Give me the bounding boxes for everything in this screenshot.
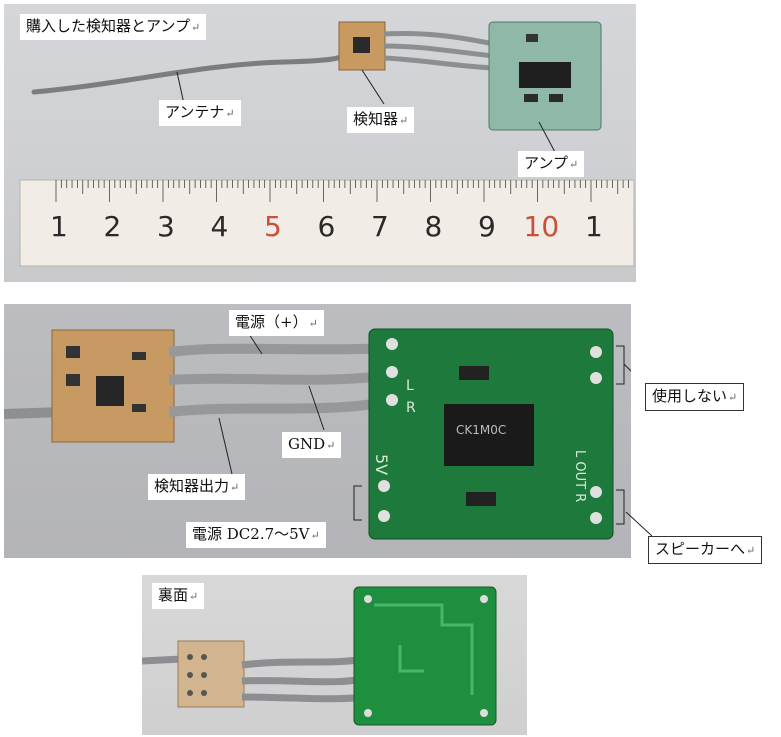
speaker-bracket (616, 489, 625, 525)
ruler-numbers: 1 2 3 4 5 6 7 8 9 10 1 (50, 210, 603, 243)
label-unused: 使用しない↵ (645, 383, 745, 411)
amp-chip (444, 404, 534, 466)
wire-1 (383, 30, 495, 47)
svg-text:R: R (406, 400, 416, 416)
ruler-ticks (55, 180, 629, 202)
svg-text:L OUT R: L OUT R (572, 450, 587, 502)
gnd-pointer (308, 385, 325, 431)
photo-bottom-graphics (142, 586, 497, 726)
wire-2 (383, 43, 495, 59)
detector-pointer (361, 69, 385, 105)
photo-top-overview: 1 2 3 4 5 6 7 8 9 10 1 購入した検知器とアンプ↵ アンテナ↵ 検知器↵ アンプ… (4, 4, 636, 282)
amp-chip-marking: CK1M0C (456, 423, 506, 437)
amp-board-back (353, 586, 497, 726)
svg-text:5V: 5V (372, 454, 391, 475)
power-plus-pointer (248, 333, 263, 355)
label-antenna: アンテナ↵ (159, 100, 241, 126)
power-dc-bracket (353, 485, 362, 521)
label-gnd: GND↵ (282, 432, 342, 458)
label-detector: 検知器↵ (347, 107, 415, 133)
photo-top-graphics: 1 2 3 4 5 6 7 8 9 10 1 (19, 21, 635, 267)
ruler-number: 1 (50, 210, 68, 243)
detector-chip (96, 376, 124, 406)
ruler-number: 10 (524, 210, 560, 243)
label-power-plus: 電源（+）↵ (229, 310, 324, 336)
gnd-wire (168, 371, 385, 385)
label-title: 購入した検知器とアンプ↵ (20, 14, 207, 40)
ruler-number: 5 (264, 210, 282, 243)
label-detector-output: 検知器出力↵ (148, 474, 246, 500)
amp-chip (519, 62, 571, 88)
ruler-number: 1 (585, 210, 603, 243)
ruler-number: 8 (425, 210, 443, 243)
label-amp: アンプ↵ (518, 151, 585, 177)
label-speaker: スピーカーへ↵ (648, 536, 763, 564)
ruler-number: 6 (318, 210, 336, 243)
output-wire (168, 397, 385, 417)
ruler-number: 3 (157, 210, 175, 243)
amp-pointer (538, 121, 557, 155)
photo-middle-graphics: CK1M0C L R L OUT R 5V (4, 328, 631, 540)
label-power-dc: 電源 DC2.7〜5V↵ (186, 522, 326, 548)
wire-3 (383, 55, 495, 71)
label-back: 裏面↵ (152, 583, 205, 609)
ruler-number: 4 (211, 210, 229, 243)
ruler-number: 9 (478, 210, 496, 243)
ruler-number: 2 (104, 210, 122, 243)
detector-chip (353, 37, 370, 53)
antenna-cable (142, 655, 183, 665)
ruler-number: 7 (371, 210, 389, 243)
photo-bottom-back-side: 裏面↵ (142, 575, 527, 735)
antenna-wire (31, 47, 357, 95)
antenna-pointer (176, 71, 185, 105)
ruler (19, 179, 635, 267)
output-pointer (218, 417, 233, 475)
svg-text:L: L (406, 378, 414, 394)
unused-bracket (616, 345, 625, 385)
photo-middle-wiring: CK1M0C L R L OUT R 5V 電源（+）↵ GND↵ 検知器出力↵… (4, 304, 631, 558)
